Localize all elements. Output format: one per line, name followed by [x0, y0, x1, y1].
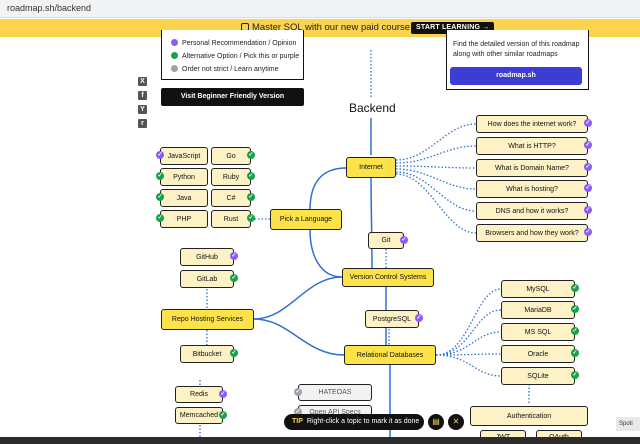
facebook-share-icon[interactable]: f — [138, 91, 147, 100]
cache-memcached[interactable]: Memcached — [175, 407, 223, 424]
check-icon: ✓ — [230, 274, 238, 282]
lang-python[interactable]: Python — [160, 168, 208, 186]
info-text: Find the detailed version of this roadma… — [453, 41, 580, 58]
check-icon: ✓ — [247, 193, 255, 201]
url-text[interactable]: roadmap.sh/backend — [7, 3, 92, 13]
lang-javascript[interactable]: JavaScript — [160, 147, 208, 165]
check-icon: ✓ — [294, 388, 302, 396]
check-icon: ✓ — [571, 371, 579, 379]
node-authentication[interactable]: Authentication — [470, 406, 588, 426]
legend-item: Alternative Option / Pick this or purple — [171, 52, 299, 60]
taskbar — [0, 437, 640, 444]
check-icon: ✓ — [247, 214, 255, 222]
topic-domain-name[interactable]: What is Domain Name? — [476, 159, 588, 177]
lang-rust[interactable]: Rust — [211, 210, 251, 228]
beginner-version-button[interactable]: Visit Beginner Friendly Version — [161, 88, 304, 106]
lang-php[interactable]: PHP — [160, 210, 208, 228]
check-icon: ✓ — [584, 119, 592, 127]
spotlight-tab[interactable]: Spoti — [616, 417, 640, 431]
db-mariadb[interactable]: MariaDB — [501, 301, 575, 319]
check-icon: ✓ — [230, 349, 238, 357]
check-icon: ✓ — [571, 305, 579, 313]
roadmap-title: Backend — [349, 101, 396, 115]
lang-ruby[interactable]: Ruby — [211, 168, 251, 186]
repo-gitlab[interactable]: GitLab — [180, 270, 234, 288]
check-icon: ✓ — [247, 172, 255, 180]
check-icon — [171, 39, 178, 46]
check-icon: ✓ — [571, 284, 579, 292]
check-icon: ✓ — [584, 184, 592, 192]
lang-java[interactable]: Java — [160, 189, 208, 207]
node-pick-language[interactable]: Pick a Language — [270, 209, 342, 230]
topic-internet-work[interactable]: How does the internet work? — [476, 115, 588, 133]
check-icon: ✓ — [584, 206, 592, 214]
legend-item: Order not strict / Learn anytime — [171, 65, 278, 73]
topic-hosting[interactable]: What is hosting? — [476, 180, 588, 198]
banner-text: Master SQL with our new paid course — [252, 22, 411, 33]
check-icon: ✓ — [156, 172, 164, 180]
db-mssql[interactable]: MS SQL — [501, 323, 575, 341]
lang-go[interactable]: Go — [211, 147, 251, 165]
check-icon: ✓ — [571, 327, 579, 335]
legend-box: Personal Recommendation / Opinion Altern… — [161, 30, 304, 80]
check-icon: ✓ — [584, 141, 592, 149]
close-icon[interactable]: ✕ — [448, 414, 464, 430]
db-mysql[interactable]: MySQL — [501, 280, 575, 298]
node-git[interactable]: Git — [368, 232, 404, 249]
node-internet[interactable]: Internet — [346, 157, 396, 178]
check-icon: ✓ — [156, 151, 164, 159]
topic-http[interactable]: What is HTTP? — [476, 137, 588, 155]
legend-item: Personal Recommendation / Opinion — [171, 39, 296, 47]
db-oracle[interactable]: Oracle — [501, 345, 575, 363]
cache-redis[interactable]: Redis — [175, 386, 223, 403]
check-icon: ✓ — [219, 390, 227, 398]
check-icon: ✓ — [415, 314, 423, 322]
tip-text: Right-click a topic to mark it as done — [306, 418, 420, 425]
node-hateoas[interactable]: HATEOAS — [298, 384, 372, 401]
browser-address-bar[interactable]: roadmap.sh/backend — [0, 0, 640, 18]
node-version-control[interactable]: Version Control Systems — [342, 268, 434, 287]
check-icon: ✓ — [584, 163, 592, 171]
x-share-icon[interactable]: X — [138, 77, 147, 86]
check-icon: ✓ — [156, 193, 164, 201]
node-postgresql[interactable]: PostgreSQL — [365, 310, 419, 328]
lang-csharp[interactable]: C# — [211, 189, 251, 207]
check-icon: ✓ — [247, 151, 255, 159]
topic-dns[interactable]: DNS and how it works? — [476, 202, 588, 220]
hackernews-share-icon[interactable]: Y — [138, 105, 147, 114]
check-icon — [171, 52, 178, 59]
reddit-share-icon[interactable]: r — [138, 119, 147, 128]
db-sqlite[interactable]: SQLite — [501, 367, 575, 385]
check-icon: ✓ — [156, 214, 164, 222]
check-icon: ✓ — [230, 252, 238, 260]
roadmap-sh-button[interactable]: roadmap.sh — [450, 67, 582, 85]
check-icon — [171, 65, 178, 72]
check-icon: ✓ — [400, 236, 408, 244]
check-icon: ✓ — [294, 408, 302, 416]
node-relational-databases[interactable]: Relational Databases — [344, 345, 436, 365]
node-repo-hosting[interactable]: Repo Hosting Services — [161, 309, 254, 330]
progress-icon[interactable]: ▤ — [428, 414, 444, 430]
check-icon: ✓ — [584, 228, 592, 236]
repo-github[interactable]: GitHub — [180, 248, 234, 266]
check-icon: ✓ — [571, 349, 579, 357]
topic-browsers[interactable]: Browsers and how they work? — [476, 224, 588, 242]
repo-bitbucket[interactable]: Bitbucket — [180, 345, 234, 363]
check-icon: ✓ — [219, 411, 227, 419]
